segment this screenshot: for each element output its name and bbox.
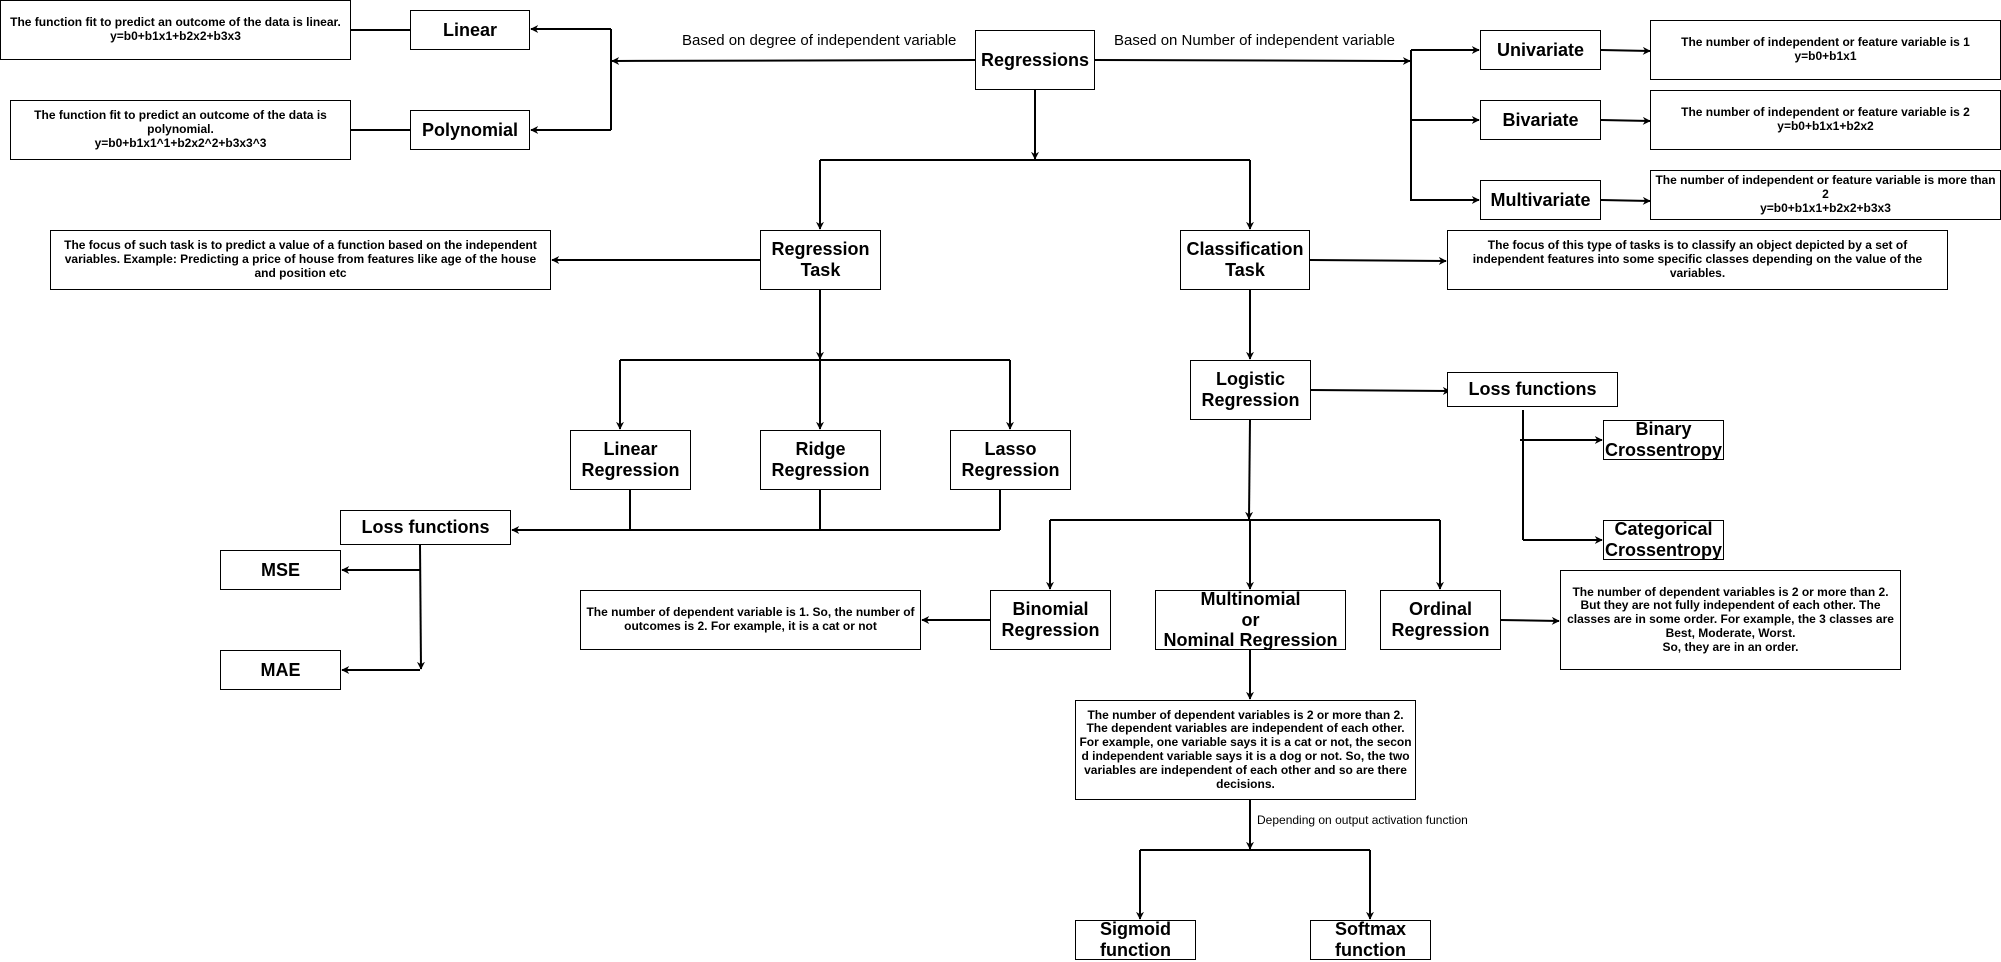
edge-multivariate-to-desc xyxy=(1600,196,1651,205)
node-multinomial-regression: Multinomial or Nominal Regression xyxy=(1155,590,1346,650)
node-categorical-crossentropy: Categorical Crossentropy xyxy=(1603,520,1724,560)
node-ridge-regression: Ridge Regression xyxy=(760,430,881,490)
edge-label-degree: Based on degree of independent variable xyxy=(682,32,957,49)
edge-ordinal-to-desc xyxy=(1499,616,1560,625)
node-regression-task: Regression Task xyxy=(760,230,881,290)
edge-univariate-to-desc xyxy=(1600,46,1651,55)
node-polynomial: Polynomial xyxy=(410,110,530,150)
edge-logistic-down xyxy=(1245,419,1254,520)
node-linear: Linear xyxy=(410,10,530,50)
node-loss-functions-left: Loss functions xyxy=(340,510,511,545)
node-sigmoid-function: Sigmoid function xyxy=(1075,920,1196,960)
node-mse: MSE xyxy=(220,550,341,590)
node-classification-task-description: The focus of this type of tasks is to cl… xyxy=(1447,230,1948,290)
edge-logistic-to-loss xyxy=(1309,386,1451,395)
node-softmax-function: Softmax function xyxy=(1310,920,1431,960)
edge-regressions-to-number-branch xyxy=(1094,56,1411,65)
node-regressions: Regressions xyxy=(975,30,1095,90)
edge-classification-task-to-desc xyxy=(1309,256,1447,265)
node-multivariate-description: The number of independent or feature var… xyxy=(1650,170,2001,220)
edge-bivariate-to-desc xyxy=(1600,116,1651,125)
edge-loss-left-trunk xyxy=(416,544,425,670)
node-loss-functions-right: Loss functions xyxy=(1447,372,1618,407)
node-ordinal-regression: Ordinal Regression xyxy=(1380,590,1501,650)
edge-label-activation: Depending on output activation function xyxy=(1257,813,1468,827)
node-multivariate: Multivariate xyxy=(1480,180,1601,220)
edge-regressions-to-degree-branch xyxy=(611,56,976,65)
node-linear-regression: Linear Regression xyxy=(570,430,691,490)
node-mae: MAE xyxy=(220,650,341,690)
node-polynomial-description: The function fit to predict an outcome o… xyxy=(10,100,351,160)
node-classification-task: Classification Task xyxy=(1180,230,1310,290)
node-ordinal-description: The number of dependent variables is 2 o… xyxy=(1560,570,1901,670)
node-univariate-description: The number of independent or feature var… xyxy=(1650,20,2001,80)
node-bivariate-description: The number of independent or feature var… xyxy=(1650,90,2001,150)
node-binary-crossentropy: Binary Crossentropy xyxy=(1603,420,1724,460)
node-multinomial-description: The number of dependent variables is 2 o… xyxy=(1075,700,1416,800)
node-bivariate: Bivariate xyxy=(1480,100,1601,140)
node-binomial-description: The number of dependent variable is 1. S… xyxy=(580,590,921,650)
node-regression-task-description: The focus of such task is to predict a v… xyxy=(50,230,551,290)
node-linear-description: The function fit to predict an outcome o… xyxy=(0,0,351,60)
node-binomial-regression: Binomial Regression xyxy=(990,590,1111,650)
edge-label-number: Based on Number of independent variable xyxy=(1114,32,1396,49)
node-univariate: Univariate xyxy=(1480,30,1601,70)
node-lasso-regression: Lasso Regression xyxy=(950,430,1071,490)
node-logistic-regression: Logistic Regression xyxy=(1190,360,1311,420)
